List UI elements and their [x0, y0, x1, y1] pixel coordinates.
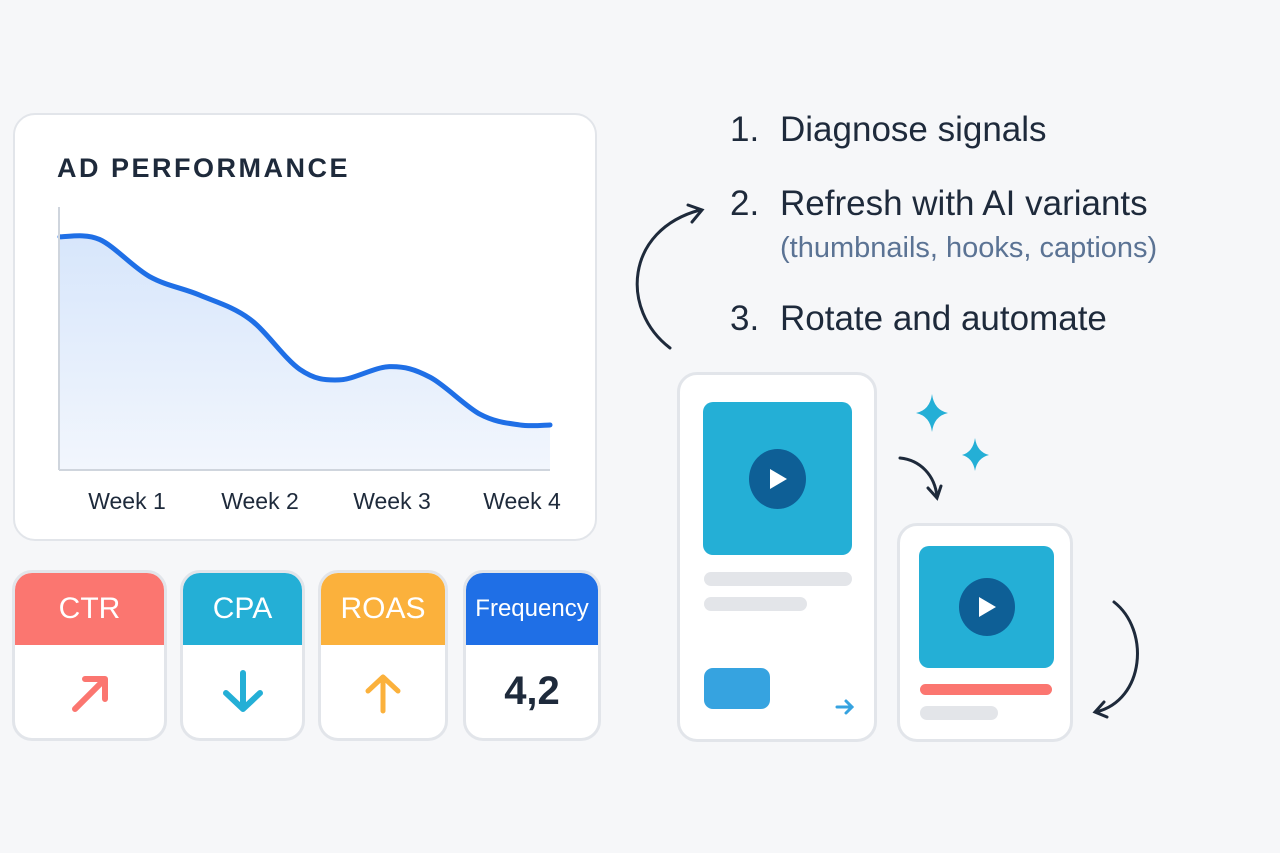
curved-arrow-icon: [898, 456, 943, 501]
metric-label: Frequency: [466, 573, 598, 645]
cta-button[interactable]: [704, 668, 770, 709]
chart-area-fill: [60, 235, 550, 470]
metric-card-frequency: Frequency 4,2: [463, 570, 601, 741]
video-thumbnail: [703, 402, 852, 555]
play-icon: [769, 468, 787, 489]
x-tick-label: Week 4: [483, 488, 561, 514]
metric-label: CPA: [183, 573, 302, 645]
arrow-right-icon: [835, 699, 855, 715]
arrow-up-right-icon: [71, 675, 108, 712]
metric-card-ctr: CTR: [12, 570, 167, 741]
metric-label: ROAS: [321, 573, 445, 645]
play-button[interactable]: [749, 448, 806, 509]
curved-arrow-icon: [635, 203, 705, 350]
play-button[interactable]: [958, 578, 1015, 636]
x-tick-label: Week 3: [353, 488, 431, 514]
x-tick-label: Week 2: [221, 488, 299, 514]
arrow-up-icon: [365, 674, 401, 713]
metric-value: 4,2: [504, 669, 560, 713]
curved-arrow-icon: [1092, 600, 1139, 719]
metric-card-roas: ROAS: [318, 570, 448, 741]
step-3: 3.Rotate and automate: [730, 299, 1107, 338]
sparkle-icon: [916, 394, 948, 432]
x-tick-label: Week 1: [88, 488, 166, 514]
text-placeholder: [704, 597, 807, 611]
step-2-detail: (thumbnails, hooks, captions): [780, 232, 1158, 264]
ad-variant-card-small: [897, 523, 1073, 742]
highlight-bar: [920, 684, 1052, 695]
panel-title: AD PERFORMANCE: [57, 153, 351, 183]
sparkle-icon: [962, 438, 989, 471]
chart-line: [57, 233, 553, 429]
text-placeholder: [704, 572, 852, 586]
metric-card-cpa: CPA: [180, 570, 305, 741]
ad-variant-card-large: [677, 372, 877, 742]
step-2: 2.Refresh with AI variants: [730, 184, 1148, 223]
metric-label: CTR: [15, 573, 164, 645]
video-thumbnail: [919, 546, 1054, 668]
text-placeholder: [920, 706, 998, 720]
arrow-down-icon: [222, 669, 263, 712]
step-1: 1.Diagnose signals: [730, 110, 1047, 149]
play-icon: [978, 597, 996, 617]
